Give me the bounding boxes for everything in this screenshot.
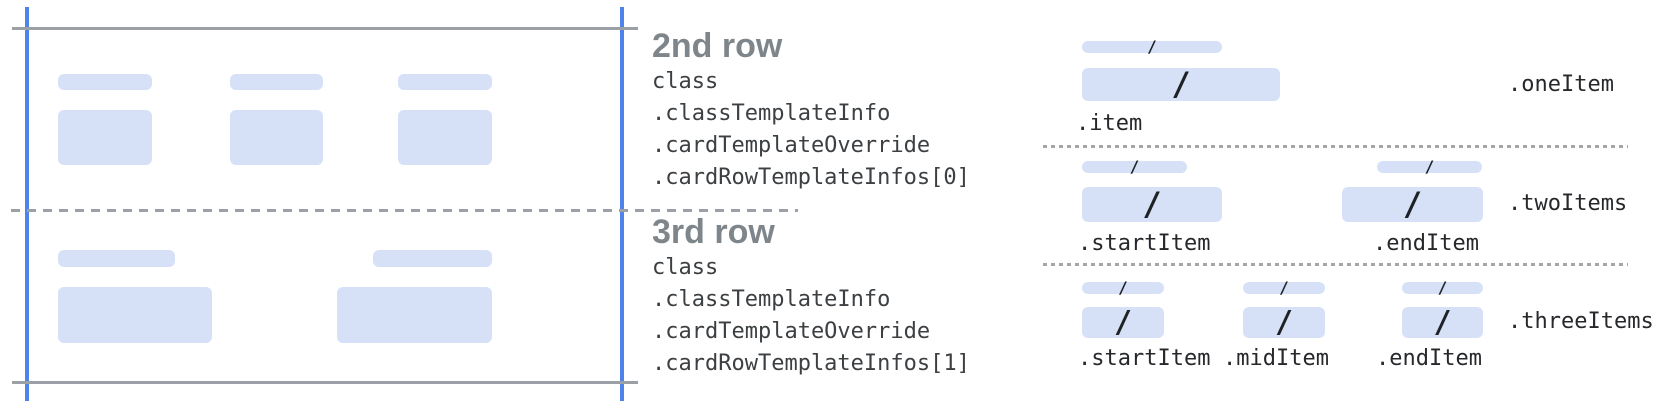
end-item-path-label: .endItem <box>1373 231 1479 256</box>
placeholder-label-bar <box>58 250 175 267</box>
start-item-path-label: .startItem <box>1078 346 1211 371</box>
field-label-bar: / <box>1243 278 1325 297</box>
field-value-bar: / <box>1342 187 1483 222</box>
slash-glyph: / <box>1142 185 1162 223</box>
layout-divider-dotted-line <box>1043 145 1628 148</box>
field-label-bar: / <box>1082 278 1164 297</box>
field-label-bar: / <box>1082 157 1187 176</box>
slash-glyph: / <box>1424 157 1435 176</box>
layout-name-label: .twoItems <box>1508 191 1628 216</box>
card-right-edge-guide <box>620 7 624 401</box>
layout-name-label: .threeItems <box>1508 309 1654 334</box>
mid-item-path-label: .midItem <box>1223 346 1329 371</box>
placeholder-label-bar <box>398 74 492 90</box>
card-top-edge-guide <box>12 27 638 30</box>
field-label-bar: / <box>1402 278 1483 297</box>
field-value-bar: / <box>1402 307 1483 338</box>
third-row-code-path: class .classTemplateInfo .cardTemplateOv… <box>652 255 970 376</box>
slash-glyph: / <box>1274 305 1294 340</box>
slash-glyph: / <box>1279 278 1289 297</box>
field-label-bar: / <box>1377 157 1482 176</box>
placeholder-label-bar <box>58 74 152 90</box>
card-bottom-edge-guide <box>12 381 638 384</box>
end-item-path-label: .endItem <box>1376 346 1482 371</box>
second-row-code-path: class .classTemplateInfo .cardTemplateOv… <box>652 69 970 190</box>
placeholder-value-bar <box>58 287 212 343</box>
field-value-bar: / <box>1082 307 1164 338</box>
placeholder-value-bar <box>230 110 323 165</box>
slash-glyph: / <box>1118 278 1128 297</box>
second-row-heading: 2nd row <box>652 27 783 65</box>
placeholder-value-bar <box>337 287 492 343</box>
slash-glyph: / <box>1402 185 1423 223</box>
slash-glyph: / <box>1113 305 1133 340</box>
layout-divider-dotted-line <box>1043 263 1628 266</box>
field-label-bar: / <box>1082 37 1222 56</box>
placeholder-value-bar <box>58 110 152 165</box>
slash-glyph: / <box>1129 157 1140 176</box>
slash-glyph: / <box>1433 305 1452 340</box>
item-path-label: .item <box>1076 111 1143 136</box>
row-divider-dashed-line <box>11 209 798 212</box>
slash-glyph: / <box>1171 65 1191 103</box>
placeholder-label-bar <box>373 250 492 267</box>
field-value-bar: / <box>1082 187 1222 222</box>
third-row-heading: 3rd row <box>652 213 775 251</box>
layout-name-label: .oneItem <box>1508 72 1614 97</box>
start-item-path-label: .startItem <box>1078 231 1211 256</box>
card-left-edge-guide <box>25 7 29 401</box>
placeholder-value-bar <box>398 110 492 165</box>
placeholder-label-bar <box>230 74 323 90</box>
field-value-bar: / <box>1082 68 1280 101</box>
slash-glyph: / <box>1147 37 1157 56</box>
field-value-bar: / <box>1243 307 1325 338</box>
slash-glyph: / <box>1437 278 1448 297</box>
